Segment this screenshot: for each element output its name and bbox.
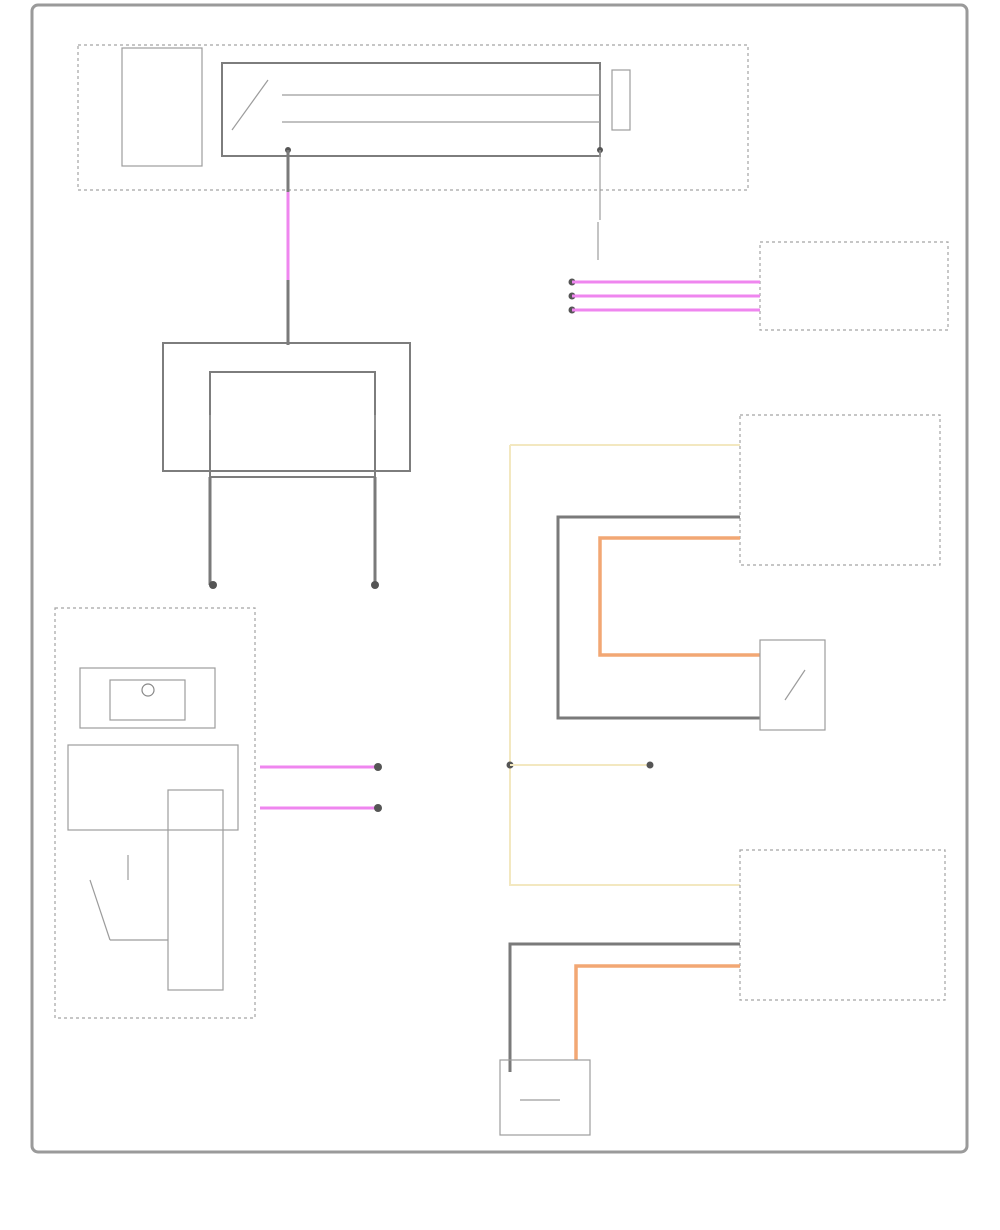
- top-module-region: [77, 44, 749, 191]
- right-bottom-module: [499, 849, 946, 1136]
- mid-splice: [506, 761, 654, 769]
- brake-switch-block: [162, 342, 411, 589]
- right-sensor-module: [509, 414, 941, 886]
- left-switch-block: [54, 607, 382, 1019]
- diagram-frame: [30, 3, 969, 1154]
- wire-gray-right-drop: [597, 150, 601, 260]
- top-right-bus: [568, 241, 949, 331]
